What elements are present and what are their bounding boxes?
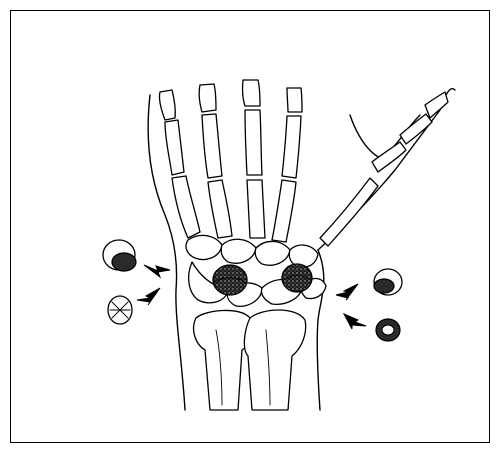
arrow-right-out <box>344 314 366 329</box>
finger-bones <box>159 80 448 246</box>
arrow-right-in <box>336 284 358 300</box>
left-implant-pair <box>103 240 136 324</box>
right-implant-pair <box>374 269 402 341</box>
arrow-left-in <box>144 265 170 277</box>
arrow-left-out <box>137 288 160 305</box>
forearm-bones <box>194 310 306 410</box>
